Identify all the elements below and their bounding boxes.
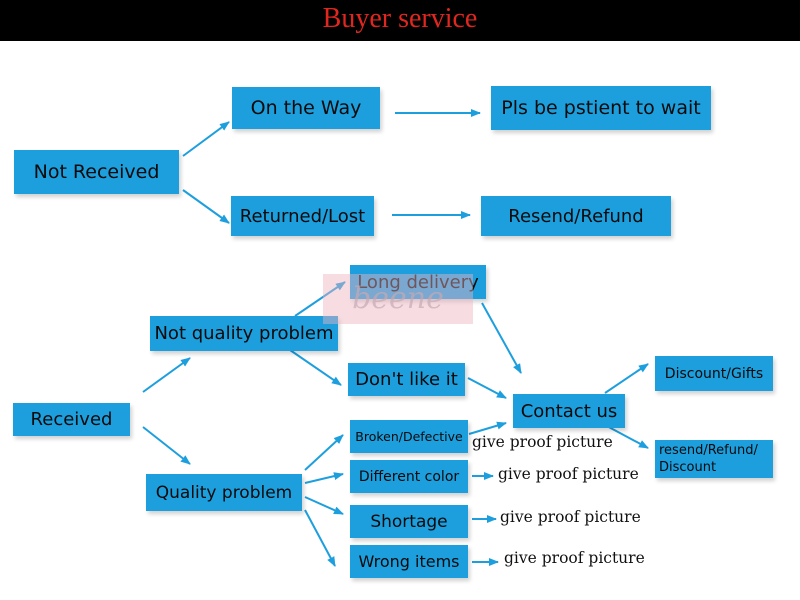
node-discount-gifts: Discount/Gifts bbox=[655, 356, 773, 391]
note-different-color-proof: give proof picture bbox=[498, 465, 639, 483]
node-wrong-items: Wrong items bbox=[350, 545, 468, 578]
note-broken-proof: give proof picture bbox=[472, 433, 613, 451]
node-resend-refund: Resend/Refund bbox=[481, 196, 671, 236]
node-quality-problem: Quality problem bbox=[146, 474, 302, 511]
node-shortage: Shortage bbox=[350, 505, 468, 538]
watermark: beene bbox=[323, 274, 473, 324]
node-received: Received bbox=[13, 403, 130, 436]
arrow-received-to-quality bbox=[142, 426, 191, 465]
arrow-quality-to-wrong-items bbox=[304, 509, 336, 567]
arrow-not-quality-to-long-delivery bbox=[294, 281, 346, 317]
node-not-quality-problem: Not quality problem bbox=[150, 316, 338, 351]
arrow-not-received-to-on-the-way bbox=[182, 121, 230, 157]
arrow-contact-us-to-resend-refund-discount bbox=[604, 424, 649, 449]
header-bar: Buyer service bbox=[0, 0, 800, 41]
node-contact-us: Contact us bbox=[513, 394, 625, 428]
note-shortage-proof: give proof picture bbox=[500, 508, 641, 526]
arrow-broken-to-contact-us bbox=[468, 421, 507, 435]
arrow-received-to-not-quality bbox=[142, 357, 191, 393]
arrow-quality-to-broken bbox=[304, 434, 344, 471]
node-resend-refund-discount: resend/Refund/ Discount bbox=[655, 440, 773, 478]
node-different-color: Different color bbox=[350, 460, 468, 493]
arrow-long-delivery-to-contact-us bbox=[481, 302, 522, 374]
node-long-delivery: Long delivery bbox=[350, 265, 486, 299]
arrow-quality-to-different-color bbox=[304, 472, 344, 484]
node-on-the-way: On the Way bbox=[232, 87, 380, 129]
arrow-contact-us-to-discount-gifts bbox=[604, 363, 649, 394]
node-dont-like-it: Don't like it bbox=[348, 363, 465, 396]
node-returned-lost: Returned/Lost bbox=[231, 196, 374, 236]
node-be-patient: Pls be pstient to wait bbox=[491, 86, 711, 130]
arrow-not-quality-to-dont-like bbox=[289, 349, 342, 386]
node-broken-defective: Broken/Defective bbox=[350, 420, 468, 453]
node-not-received: Not Received bbox=[14, 150, 179, 194]
page-title: Buyer service bbox=[322, 3, 478, 34]
arrow-not-received-to-returned-lost bbox=[182, 189, 230, 224]
arrow-dont-like-to-contact-us bbox=[467, 377, 507, 399]
note-wrong-items-proof: give proof picture bbox=[504, 549, 645, 567]
arrow-quality-to-shortage bbox=[304, 496, 344, 515]
